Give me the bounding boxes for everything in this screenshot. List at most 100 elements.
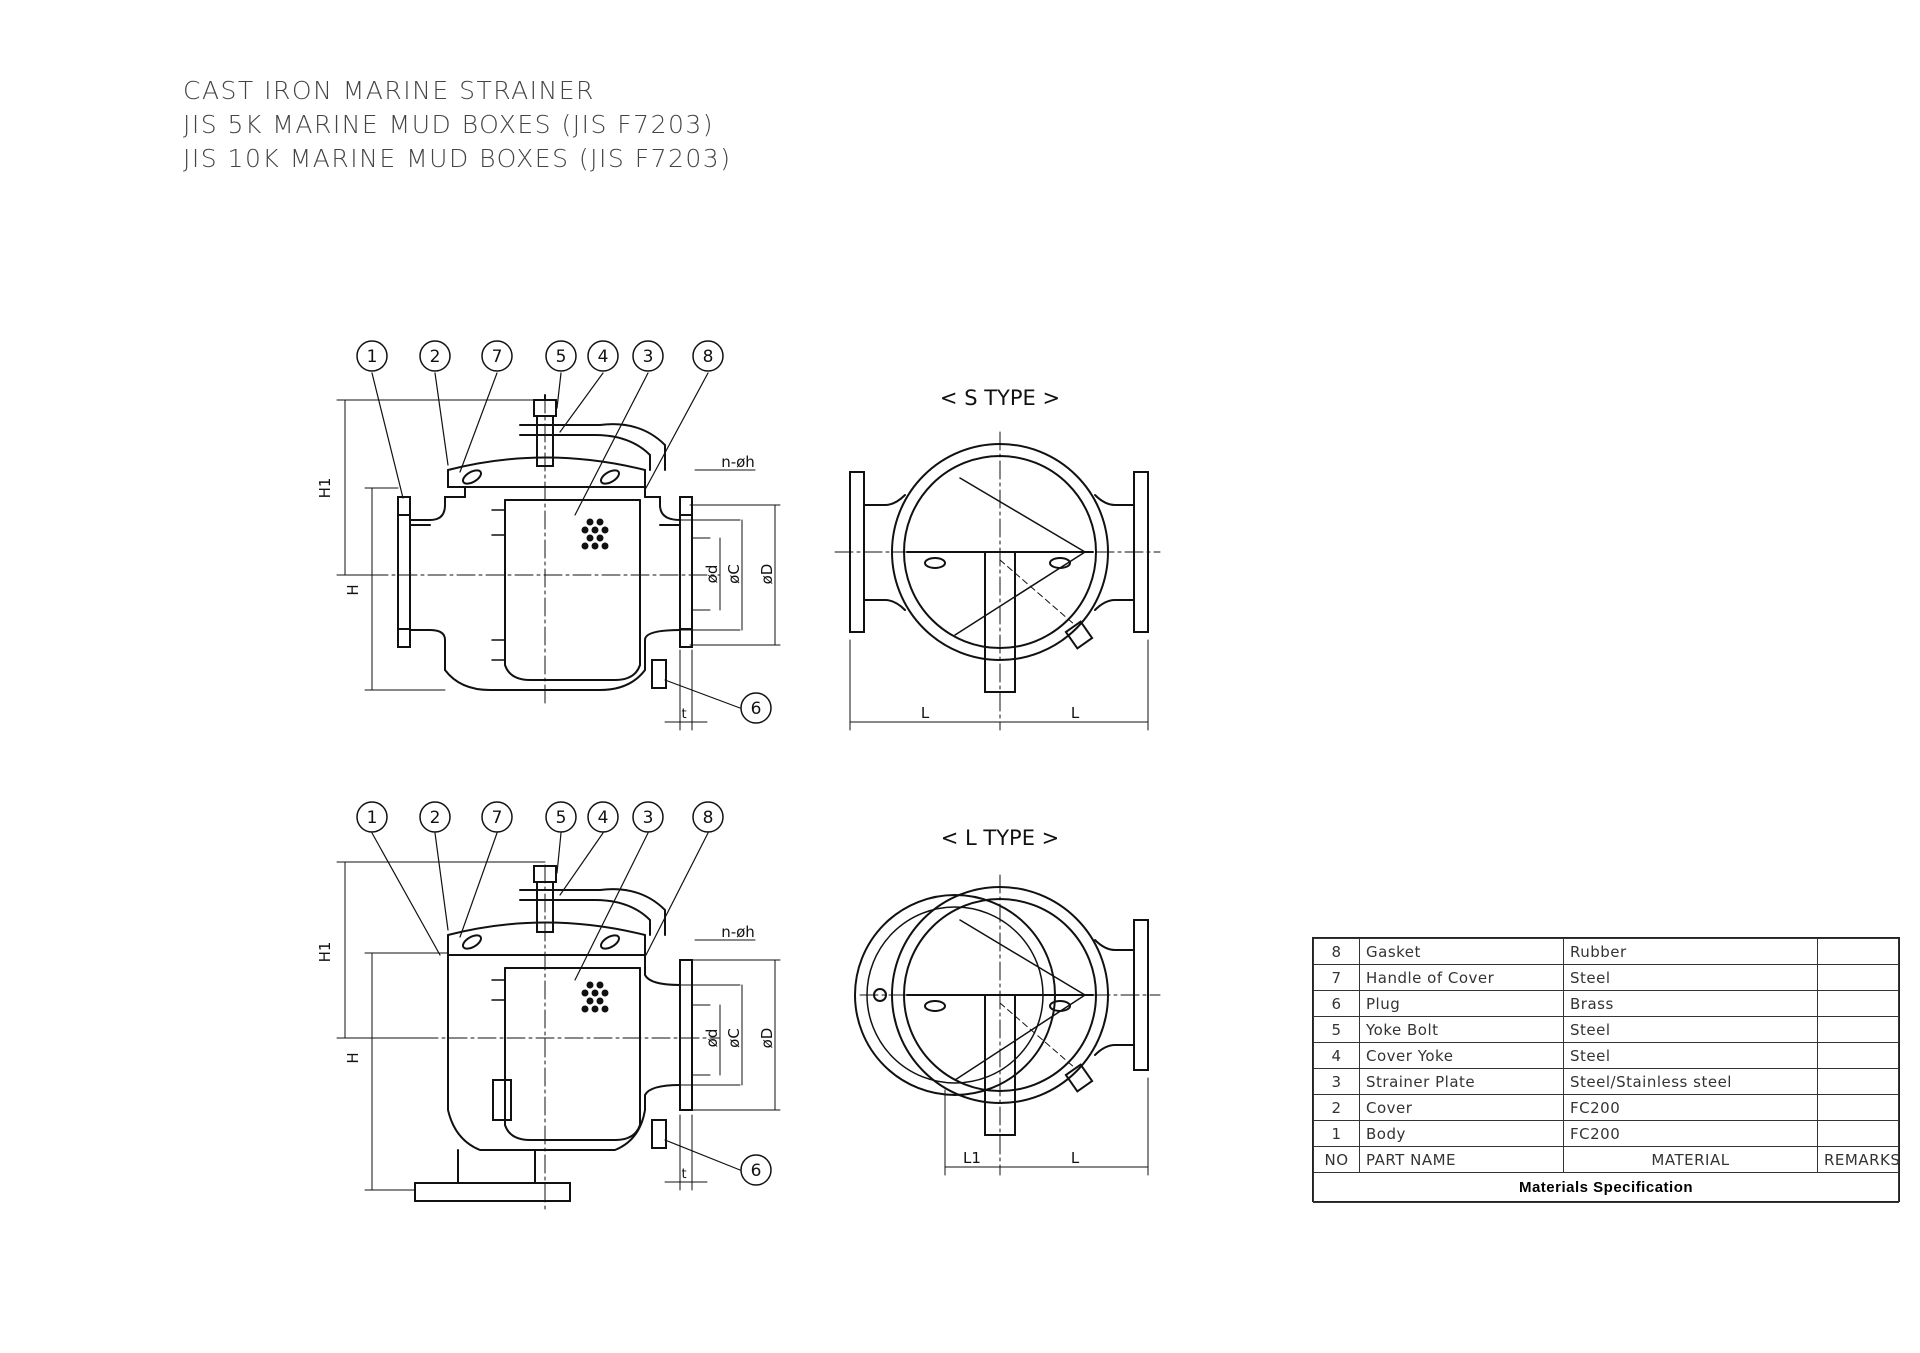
part-no: 4 (1313, 1042, 1360, 1069)
part-material: Steel (1563, 1016, 1818, 1043)
part-remarks (1817, 938, 1899, 965)
part-material: Steel (1563, 964, 1818, 991)
l-type-top-view (854, 874, 1161, 1176)
header-part-name: PART NAME (1359, 1146, 1564, 1173)
s-dim-c: øC (725, 564, 743, 584)
part-no: 7 (1313, 964, 1360, 991)
s-dim-big-d: øD (758, 564, 776, 585)
s-balloon-3-number: 3 (643, 347, 654, 367)
part-remarks (1817, 1042, 1899, 1069)
part-remarks (1817, 964, 1899, 991)
l-dim-big-d: øD (758, 1028, 776, 1049)
s-balloon-2-number: 2 (430, 347, 441, 367)
part-material: Steel/Stainless steel (1563, 1068, 1818, 1095)
l-balloon-7-number: 7 (492, 808, 503, 828)
l-balloon-3: 3 (632, 801, 664, 833)
l-type-balloon-group: 1 2 7 5 4 3 8 6 (356, 801, 772, 1186)
header-remarks: REMARKS (1817, 1146, 1899, 1173)
l-dim-t: t (681, 1167, 686, 1182)
header-no: NO (1313, 1146, 1360, 1173)
s-balloon-1: 1 (356, 340, 388, 372)
l-dim-small-d: ød (703, 1029, 721, 1048)
s-balloon-2: 2 (419, 340, 451, 372)
s-dim-l-right: L (1071, 704, 1080, 722)
part-material: Brass (1563, 990, 1818, 1017)
s-balloon-5-number: 5 (556, 347, 567, 367)
l-balloon-7: 7 (481, 801, 513, 833)
l-balloon-3-number: 3 (643, 808, 654, 828)
part-remarks (1817, 990, 1899, 1017)
l-dim-c: øC (725, 1028, 743, 1048)
l-type-label: < L TYPE > (941, 826, 1060, 850)
part-material: FC200 (1563, 1094, 1818, 1121)
l-balloon-1-number: 1 (367, 808, 378, 828)
part-name: Cover (1359, 1094, 1564, 1121)
l-balloon-2: 2 (419, 801, 451, 833)
l-balloon-6: 6 (740, 1154, 772, 1186)
s-balloon-8: 8 (692, 340, 724, 372)
drawing-title-2: JIS 5K MARINE MUD BOXES (JIS F7203) (183, 110, 715, 139)
s-balloon-6: 6 (740, 692, 772, 724)
s-dim-bolt-holes: n-øh (721, 453, 755, 471)
table-caption: Materials Specification (1313, 1172, 1899, 1203)
part-name: Gasket (1359, 938, 1564, 965)
s-balloon-4: 4 (587, 340, 619, 372)
l-balloon-6-number: 6 (751, 1161, 762, 1181)
l-balloon-8-number: 8 (703, 808, 714, 828)
l-balloon-4-number: 4 (598, 808, 609, 828)
s-balloon-6-number: 6 (751, 699, 762, 719)
l-balloon-2-number: 2 (430, 808, 441, 828)
s-type-balloon-group: 1 2 7 5 4 3 8 6 (356, 340, 772, 724)
part-name: Plug (1359, 990, 1564, 1017)
part-name: Yoke Bolt (1359, 1016, 1564, 1043)
l-balloon-1: 1 (356, 801, 388, 833)
l-dim-bolt-holes: n-øh (721, 923, 755, 941)
s-type-section-view (336, 372, 781, 731)
header-material: MATERIAL (1563, 1146, 1818, 1173)
part-no: 6 (1313, 990, 1360, 1017)
s-balloon-7-number: 7 (492, 347, 503, 367)
s-balloon-1-number: 1 (367, 347, 378, 367)
l-balloon-5-number: 5 (556, 808, 567, 828)
part-name: Strainer Plate (1359, 1068, 1564, 1095)
part-material: FC200 (1563, 1120, 1818, 1147)
l-dim-h1: H1 (316, 942, 334, 963)
drawing-title-3: JIS 10K MARINE MUD BOXES (JIS F7203) (183, 144, 732, 173)
s-dim-h1: H1 (316, 478, 334, 499)
s-dim-h: H (344, 584, 362, 595)
s-balloon-4-number: 4 (598, 347, 609, 367)
part-remarks (1817, 1094, 1899, 1121)
s-type-top-view (834, 431, 1161, 731)
s-dim-t: t (681, 707, 686, 722)
l-balloon-4: 4 (587, 801, 619, 833)
s-balloon-5: 5 (545, 340, 577, 372)
l-dim-l: L (1071, 1149, 1080, 1167)
part-remarks (1817, 1120, 1899, 1147)
s-balloon-7: 7 (481, 340, 513, 372)
part-remarks (1817, 1068, 1899, 1095)
s-balloon-3: 3 (632, 340, 664, 372)
l-dim-h: H (344, 1052, 362, 1063)
part-name: Handle of Cover (1359, 964, 1564, 991)
l-dim-l1: L1 (963, 1149, 981, 1167)
part-no: 2 (1313, 1094, 1360, 1121)
part-no: 5 (1313, 1016, 1360, 1043)
l-balloon-5: 5 (545, 801, 577, 833)
table-caption-row: Materials Specification (1313, 1172, 1899, 1203)
part-material: Steel (1563, 1042, 1818, 1069)
part-remarks (1817, 1016, 1899, 1043)
s-dim-l-left: L (921, 704, 930, 722)
part-material: Rubber (1563, 938, 1818, 965)
part-no: 8 (1313, 938, 1360, 965)
part-no: 1 (1313, 1120, 1360, 1147)
s-type-label: < S TYPE > (940, 386, 1060, 410)
